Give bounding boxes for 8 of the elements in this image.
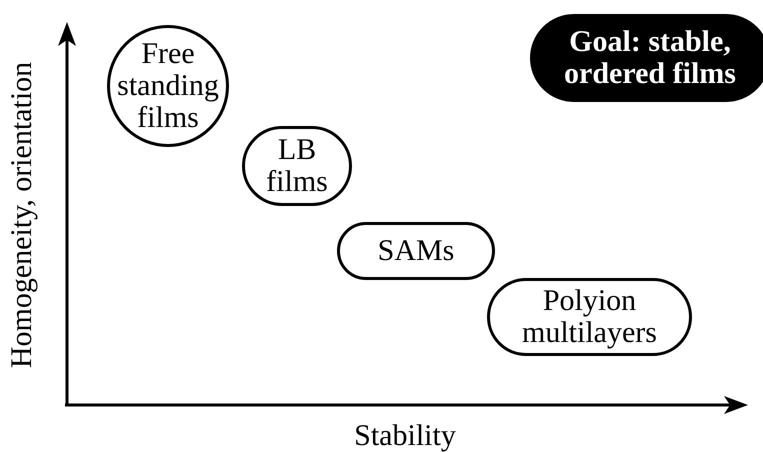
axis-label: Stability [354, 419, 456, 452]
node-label: Goal: stable, ordered films [563, 26, 737, 90]
axis-label: Homogeneity, orientation [5, 62, 39, 368]
node-label: LB films [265, 134, 329, 198]
node-label: SAMs [378, 234, 454, 268]
node-label: Free standing films [116, 38, 220, 134]
rounded-box [530, 14, 763, 102]
node-label: Polyion multilayers [521, 284, 658, 350]
